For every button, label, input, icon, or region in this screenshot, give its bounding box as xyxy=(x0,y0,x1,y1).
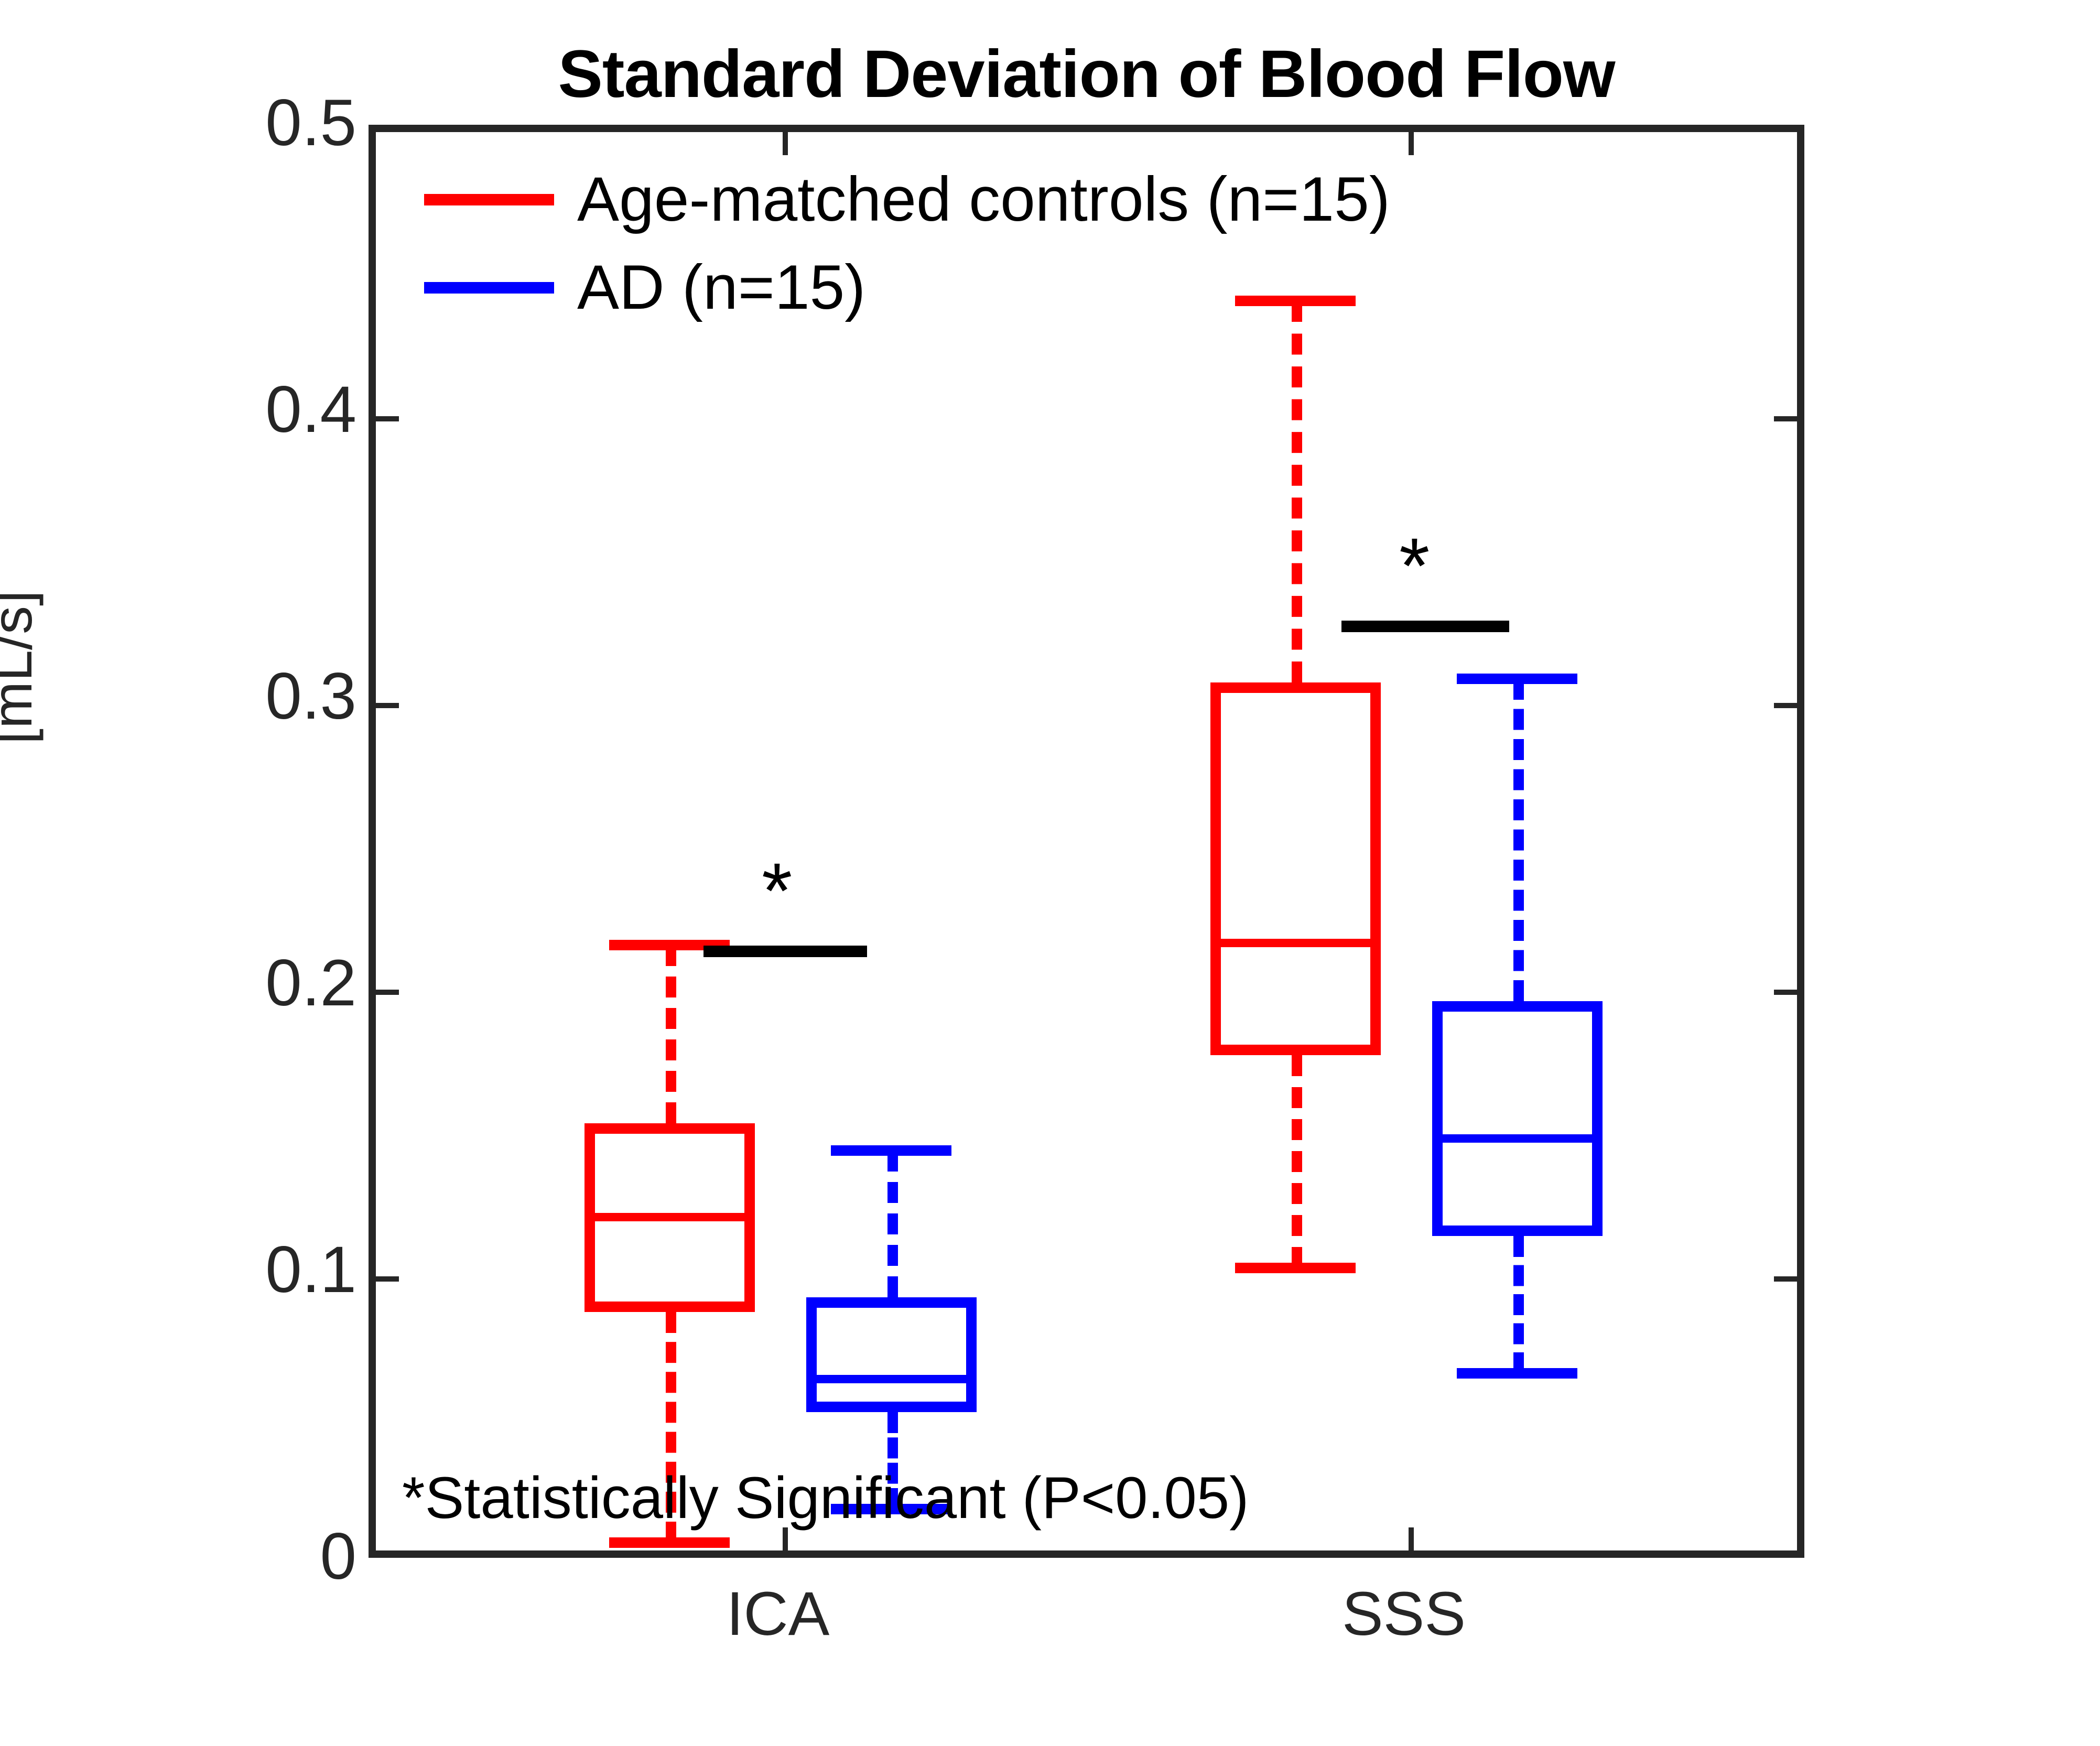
y-tick-label-0: 0 xyxy=(320,1520,356,1593)
box-body-sss-ad xyxy=(1432,1001,1603,1236)
whisker-cap-lower-ica-ad xyxy=(831,1504,951,1514)
whisker-cap-lower-ica-controls xyxy=(609,1537,730,1548)
legend-label-controls: Age-matched controls (n=15) xyxy=(577,164,1390,234)
whisker-upper-ica-ad xyxy=(887,1151,898,1297)
y-tick-mark-0.4-right xyxy=(1774,416,1797,421)
median-line-sss-controls xyxy=(1210,939,1381,947)
x-tick-label-sss: SSS xyxy=(1341,1579,1466,1649)
legend-label-ad: AD (n=15) xyxy=(577,252,866,322)
whisker-upper-ica-controls xyxy=(666,945,676,1123)
whisker-upper-sss-controls xyxy=(1292,301,1302,682)
y-tick-label-0.1: 0.1 xyxy=(265,1233,356,1306)
box-body-ica-ad xyxy=(806,1297,977,1412)
legend: Age-matched controls (n=15) AD (n=15) xyxy=(424,164,1390,332)
legend-entry-controls: Age-matched controls (n=15) xyxy=(424,164,1390,243)
legend-entry-ad: AD (n=15) xyxy=(424,252,1368,331)
y-tick-mark-0.4-left xyxy=(376,416,399,421)
page-title: Standard Deviation of Blood Flow xyxy=(558,37,1616,112)
significance-bar-ica xyxy=(703,946,867,957)
plot-area: Age-matched controls (n=15) AD (n=15) xyxy=(369,125,1804,1558)
median-line-sss-ad xyxy=(1432,1134,1603,1143)
whisker-lower-sss-ad xyxy=(1513,1236,1524,1373)
whisker-lower-sss-controls xyxy=(1292,1055,1302,1268)
y-tick-mark-0.3-left xyxy=(376,703,399,708)
whisker-cap-lower-sss-ad xyxy=(1457,1368,1577,1379)
legend-swatch-controls xyxy=(424,194,554,205)
median-line-ica-ad xyxy=(806,1375,977,1383)
y-tick-mark-0.1-left xyxy=(376,1276,399,1282)
x-tick-mark-sss-top xyxy=(1409,132,1414,155)
x-tick-mark-sss-bottom xyxy=(1409,1527,1414,1550)
whisker-cap-lower-sss-controls xyxy=(1235,1263,1356,1273)
significance-star-ica: * xyxy=(762,847,793,935)
x-tick-mark-ica-top xyxy=(783,132,788,155)
y-tick-mark-0.2-left xyxy=(376,990,399,995)
legend-swatch-ad xyxy=(424,282,554,294)
y-tick-label-0.4: 0.4 xyxy=(265,373,356,446)
significance-footnote: *Statistically Significant (P<0.05) xyxy=(402,1465,1249,1531)
whisker-upper-sss-ad xyxy=(1513,679,1524,1001)
y-tick-label-0.5: 0.5 xyxy=(265,86,356,159)
y-tick-label-0.2: 0.2 xyxy=(265,947,356,1020)
x-tick-mark-ica-bottom xyxy=(783,1527,788,1550)
significance-bar-sss xyxy=(1341,621,1509,632)
median-line-ica-controls xyxy=(584,1213,755,1221)
whisker-lower-ica-controls xyxy=(666,1312,676,1543)
y-tick-mark-0.2-right xyxy=(1774,990,1797,995)
y-tick-mark-0.1-right xyxy=(1774,1276,1797,1282)
whisker-lower-ica-ad xyxy=(887,1412,898,1509)
y-axis-title: [mL/s] xyxy=(0,590,44,744)
x-tick-label-ica: ICA xyxy=(726,1579,830,1649)
plot-inner: Age-matched controls (n=15) AD (n=15) xyxy=(376,132,1797,1550)
box-body-sss-controls xyxy=(1210,682,1381,1055)
y-tick-label-0.3: 0.3 xyxy=(265,660,356,733)
y-tick-mark-0.3-right xyxy=(1774,703,1797,708)
significance-star-sss: * xyxy=(1399,522,1430,610)
